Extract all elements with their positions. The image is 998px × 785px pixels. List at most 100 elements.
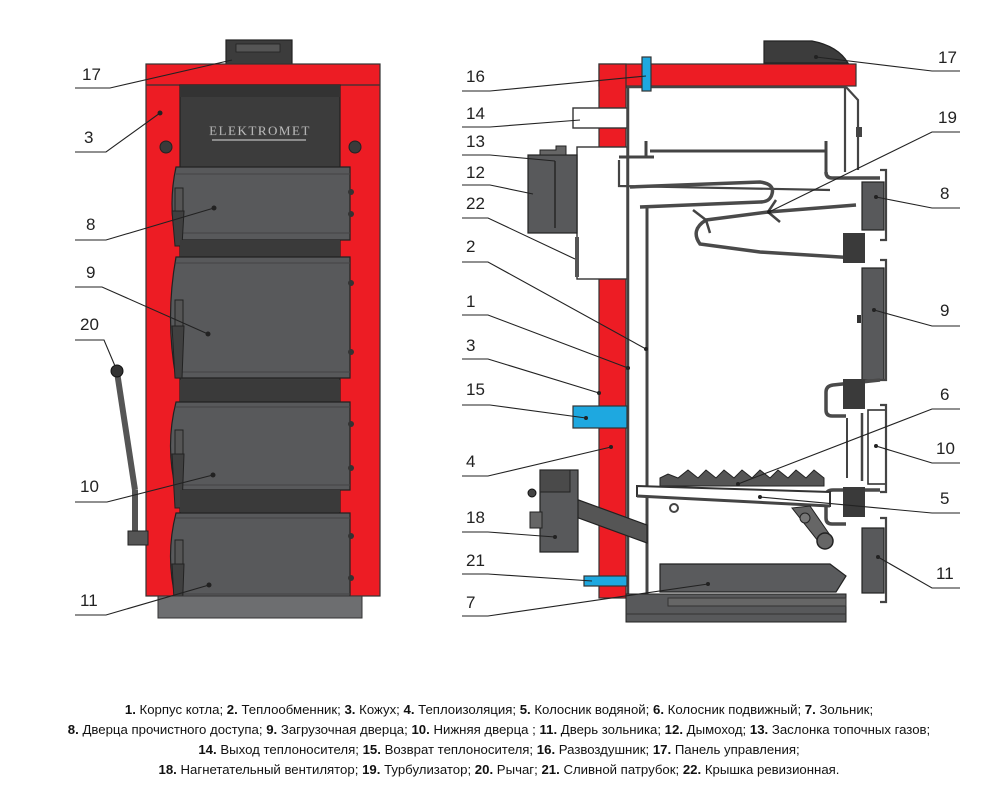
door-8-section [861, 168, 888, 242]
legend-item: 12. Дымоход; [665, 722, 747, 737]
legend-item: 21. Сливной патрубок; [541, 762, 679, 777]
legend-item: 7. Зольник; [805, 702, 873, 717]
legend-item-text: Дверь зольника; [557, 722, 661, 737]
door-9-section [857, 258, 888, 382]
brand-logo: ELEKTROMET [209, 123, 311, 138]
legend-item-text: Зольник; [815, 702, 874, 717]
legend-item-text: Дверца прочистного доступа; [78, 722, 263, 737]
callout-14: 14 [466, 104, 485, 123]
legend-item-text: Корпус котла; [135, 702, 224, 717]
legend-item-text: Развоздушник; [555, 742, 650, 757]
legend-line: 1. Корпус котла; 2. Теплообменник; 3. Ко… [0, 700, 998, 720]
front-callouts: 17 3 8 9 20 10 11 [75, 59, 233, 616]
callout-17-front: 17 [82, 65, 101, 84]
callout-10-section: 10 [936, 439, 955, 458]
legend-item-text: Кожух; [355, 702, 400, 717]
legend-item: 1. Корпус котла; [125, 702, 223, 717]
legend-item-number: 2. [226, 702, 238, 717]
section-view [527, 40, 888, 623]
legend-item: 11. Дверь зольника; [540, 722, 661, 737]
legend-item-text: Теплообменник; [237, 702, 341, 717]
legend-item-text: Сливной патрубок; [559, 762, 680, 777]
return-15 [572, 405, 628, 429]
callout-16: 16 [466, 67, 485, 86]
legend-item: 20. Рычаг; [475, 762, 538, 777]
section-callouts-left: 16 14 13 12 22 2 1 3 15 4 18 21 7 [462, 67, 709, 617]
callout-17-section: 17 [938, 48, 957, 67]
legend-item-number: 22. [682, 762, 702, 777]
control-panel-front [225, 39, 293, 66]
legend-item-text: Колосник подвижный; [664, 702, 802, 717]
callout-13: 13 [466, 132, 485, 151]
legend-line: 18. Нагнетательный вентилятор; 19. Турбу… [0, 760, 998, 780]
legend-item-number: 16. [536, 742, 556, 757]
legend-item: 16. Развоздушник; [537, 742, 649, 757]
legend-item-number: 8. [67, 722, 79, 737]
legend-item-number: 11. [539, 722, 558, 737]
legend-item: 5. Колосник водяной; [520, 702, 650, 717]
legend-item-number: 1. [124, 702, 136, 717]
callout-2: 2 [466, 237, 475, 256]
callout-12: 12 [466, 163, 485, 182]
legend-item-number: 21. [541, 762, 560, 777]
callout-21: 21 [466, 551, 485, 570]
legend-line: 14. Выход теплоносителя; 15. Возврат теп… [0, 740, 998, 760]
legend-item-number: 10. [411, 722, 430, 737]
callout-5: 5 [940, 489, 949, 508]
legend-item-text: Нижняя дверца ; [429, 722, 536, 737]
legend-item: 22. Крышка ревизионная. [683, 762, 840, 777]
callout-20-front: 20 [80, 315, 99, 334]
legend-item-number: 12. [664, 722, 684, 737]
legend-item-number: 18. [158, 762, 177, 777]
legend-item: 2. Теплообменник; [227, 702, 341, 717]
fan-18 [527, 469, 648, 553]
legend-item: 8. Дверца прочистного доступа; [68, 722, 263, 737]
legend-item-text: Дымоход; [683, 722, 747, 737]
door-9-loading [169, 256, 354, 379]
callout-18: 18 [466, 508, 485, 527]
legend-line: 8. Дверца прочистного доступа; 9. Загруз… [0, 720, 998, 740]
legend-item-number: 14. [198, 742, 217, 757]
callout-11-section: 11 [936, 564, 954, 583]
legend: 1. Корпус котла; 2. Теплообменник; 3. Ко… [0, 700, 998, 780]
door-10-lower [169, 401, 354, 509]
legend-item: 10. Нижняя дверца ; [411, 722, 535, 737]
front-view: ELEKTROMET [110, 39, 381, 619]
lever-20 [110, 364, 149, 546]
legend-item-text: Колосник водяной; [530, 702, 650, 717]
callout-22: 22 [466, 194, 485, 213]
section-callouts-right: 17 19 8 9 6 10 5 11 [737, 48, 960, 589]
callout-8-section: 8 [940, 184, 949, 203]
callout-1: 1 [466, 292, 475, 311]
legend-item: 9. Загрузочная дверца; [266, 722, 408, 737]
legend-item-number: 4. [403, 702, 415, 717]
legend-item-number: 9. [266, 722, 278, 737]
boiler-diagram: ELEKTROMET [75, 39, 960, 623]
ash-pan-7 [625, 563, 847, 623]
legend-item-text: Выход теплоносителя; [216, 742, 359, 757]
callout-3-section: 3 [466, 336, 475, 355]
legend-item-text: Крышка ревизионная. [701, 762, 840, 777]
legend-item: 4. Теплоизоляция; [404, 702, 517, 717]
legend-item-text: Заслонка топочных газов; [768, 722, 931, 737]
legend-item: 15. Возврат теплоносителя; [363, 742, 534, 757]
legend-item-number: 6. [653, 702, 664, 717]
legend-item-text: Рычаг; [493, 762, 538, 777]
legend-item-text: Загрузочная дверца; [277, 722, 408, 737]
callout-4: 4 [466, 452, 475, 471]
legend-item: 6. Колосник подвижный; [653, 702, 801, 717]
callout-8-front: 8 [86, 215, 95, 234]
legend-item-text: Панель управления; [671, 742, 800, 757]
grate-6-moving [659, 469, 825, 487]
outlet-14 [572, 107, 628, 129]
callout-19: 19 [938, 108, 957, 127]
legend-item-number: 15. [362, 742, 381, 757]
callout-9-front: 9 [86, 263, 95, 282]
callout-10-front: 10 [80, 477, 99, 496]
legend-item: 17. Панель управления; [653, 742, 800, 757]
legend-item-text: Турбулизатор; [380, 762, 472, 777]
legend-item-number: 5. [519, 702, 531, 717]
grate-5-water [636, 484, 834, 550]
legend-item: 19. Турбулизатор; [362, 762, 471, 777]
side-bolt [159, 140, 173, 154]
